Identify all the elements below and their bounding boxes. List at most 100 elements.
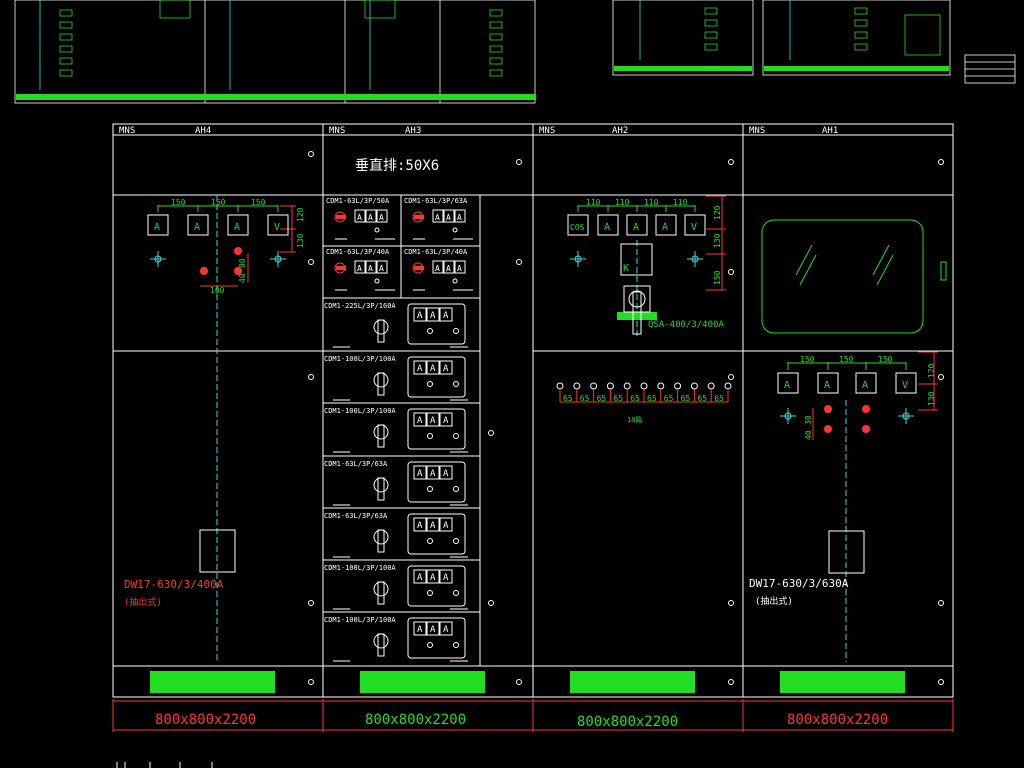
- ah2-capacitor-lamp: [573, 382, 581, 390]
- ah3-drawer-handle-bar: [377, 477, 385, 501]
- ah2-capacitor-dim: 65: [697, 394, 707, 403]
- ah3-drawer-meter: [439, 307, 453, 322]
- ah3-drawer-lamp: [427, 590, 433, 596]
- ah1-breaker-box: [828, 530, 865, 574]
- header-type-ah3: MNS: [329, 126, 345, 136]
- ah4-meter-1: [147, 214, 169, 236]
- ah3-drawer-panel: [407, 461, 466, 503]
- ah3-drawer-meter: [439, 517, 453, 532]
- ah3-drawer-small-meter-label: A: [435, 264, 440, 273]
- ah3-drawer-meter-label: A: [417, 521, 423, 531]
- ah2-vdim-1: 120: [713, 205, 722, 220]
- ah3-drawer-lock: [453, 642, 459, 648]
- ah3-drawer-small-label: CDM1-63L/3P/50A: [326, 197, 390, 205]
- ah3-drawer-small-meter-label: A: [457, 213, 462, 222]
- ah3-drawer-small-handle-bar: [336, 215, 346, 219]
- ah3-drawer-meter: [439, 412, 453, 427]
- ah3-drawer-meter: [439, 465, 453, 480]
- ah3-drawer-handle-bar: [377, 581, 385, 605]
- ah2-capacitor-dim: 65: [630, 394, 640, 403]
- thumbnail-frame-right: [762, 0, 951, 76]
- thumbnail-strip: [14, 0, 1016, 104]
- ah2-capacitor-note: 10路: [627, 415, 642, 424]
- ah3-drawer-meter-label: A: [443, 364, 449, 374]
- thumbnail-frame-left: [14, 0, 536, 104]
- ah3-drawer-handle: [373, 319, 389, 335]
- ah2-meter-label-3: A: [633, 222, 639, 233]
- ah2-switch-label: K: [623, 263, 629, 274]
- ah3-drawer-small-meter-label: A: [446, 213, 451, 222]
- ah3-drawer-handle: [373, 529, 389, 545]
- ah2-capacitor-lamp: [556, 382, 564, 390]
- ah3-drawer-panel: [407, 408, 466, 450]
- ah4-dim-2: 150: [211, 198, 226, 207]
- cabinet-frame: [112, 123, 954, 698]
- ah3-drawer-panel: [407, 565, 466, 607]
- ah3-drawer-meter: [439, 569, 453, 584]
- ah4-breaker-box: [199, 529, 236, 573]
- ah3-drawer-meter: [413, 307, 427, 322]
- ah2-meter-3: [626, 214, 648, 236]
- ah3-drawer-small-meter: [432, 209, 444, 223]
- center-axes: [216, 195, 847, 662]
- ah3-drawer-lamp: [427, 538, 433, 544]
- ah3-drawer-meter-label: A: [430, 521, 436, 531]
- ah3-drawer-small-meter: [454, 260, 466, 274]
- ah3-drawer-small-meter: [443, 260, 455, 274]
- ah3-drawer-handle: [373, 372, 389, 388]
- ah2-dim-3: 110: [644, 198, 659, 207]
- ah3-drawer-small-meter-label: A: [435, 213, 440, 222]
- ah1-door-handle: [940, 261, 947, 281]
- cabinet-ah2: 110 110 110 110 120 130 150 COS A A A V …: [556, 195, 732, 693]
- ah3-drawer-label: CDM1-100L/3P/100A: [324, 355, 396, 363]
- ah3-drawer-meter-label: A: [430, 625, 436, 635]
- ah3-drawer-handle: [373, 477, 389, 493]
- ah3-vent-grille: [360, 671, 485, 693]
- ah3-drawer-small-meter: [454, 209, 466, 223]
- ah3-drawer-meter-label: A: [430, 469, 436, 479]
- ah3-drawer-small-meter-label: A: [446, 264, 451, 273]
- ah3-drawer-meter-label: A: [417, 625, 423, 635]
- header-type-ah1: MNS: [749, 126, 765, 136]
- ah2-switch-box: [620, 243, 653, 276]
- ah1-meter-label-1: A: [784, 380, 790, 391]
- ah3-drawer-handle: [373, 581, 389, 597]
- header-id-ah4: AH4: [195, 126, 211, 136]
- ah3-drawer-handle: [373, 424, 389, 440]
- ah1-indicator-lamps: [824, 405, 870, 433]
- ah3-drawer-meter-label: A: [417, 469, 423, 479]
- ah3-drawer-meter-label: A: [443, 416, 449, 426]
- ah3-drawer-meter: [413, 517, 427, 532]
- ah3-drawer-meter: [413, 360, 427, 375]
- ah2-capacitor-dim: 65: [647, 394, 657, 403]
- ah3-drawer-meter-label: A: [443, 311, 449, 321]
- ah1-dim-2: 150: [839, 355, 854, 364]
- ah3-drawer-handle-bar: [377, 424, 385, 448]
- ah3-drawer-meter-label: A: [430, 311, 436, 321]
- ah2-capacitor-dim: 65: [563, 394, 573, 403]
- ah3-drawer-lamp: [427, 328, 433, 334]
- size-dimensions: 800x800x2200 800x800x2200 800x800x2200 8…: [112, 699, 954, 732]
- ah3-drawer-small-meter: [365, 209, 377, 223]
- ah1-meter-4: [895, 372, 917, 394]
- ah2-qsa-label: QSA-400/3/400A: [648, 320, 724, 330]
- ah3-size: 800x800x2200: [365, 712, 466, 728]
- ah3-drawer-lock: [453, 590, 459, 596]
- ah3-drawer-meter-label: A: [430, 416, 436, 426]
- ah3-drawer-meter: [426, 621, 440, 636]
- ah3-drawer-meter-label: A: [443, 573, 449, 583]
- ah1-meter-1: [777, 372, 799, 394]
- ah1-vdim-2: 130: [927, 391, 936, 406]
- ah3-drawer-meter: [426, 517, 440, 532]
- ah3-drawer-meter: [426, 465, 440, 480]
- ah1-dim-1: 150: [800, 355, 815, 364]
- ah3-drawer-meter: [413, 465, 427, 480]
- ah4-breaker-note: (抽出式): [124, 596, 162, 608]
- ah3-busbar-label: 垂直排:50X6: [355, 157, 439, 174]
- ah3-drawer-small-lamp: [452, 227, 458, 233]
- ah3-drawer-meter-label: A: [443, 625, 449, 635]
- ah4-meter-3: [227, 214, 249, 236]
